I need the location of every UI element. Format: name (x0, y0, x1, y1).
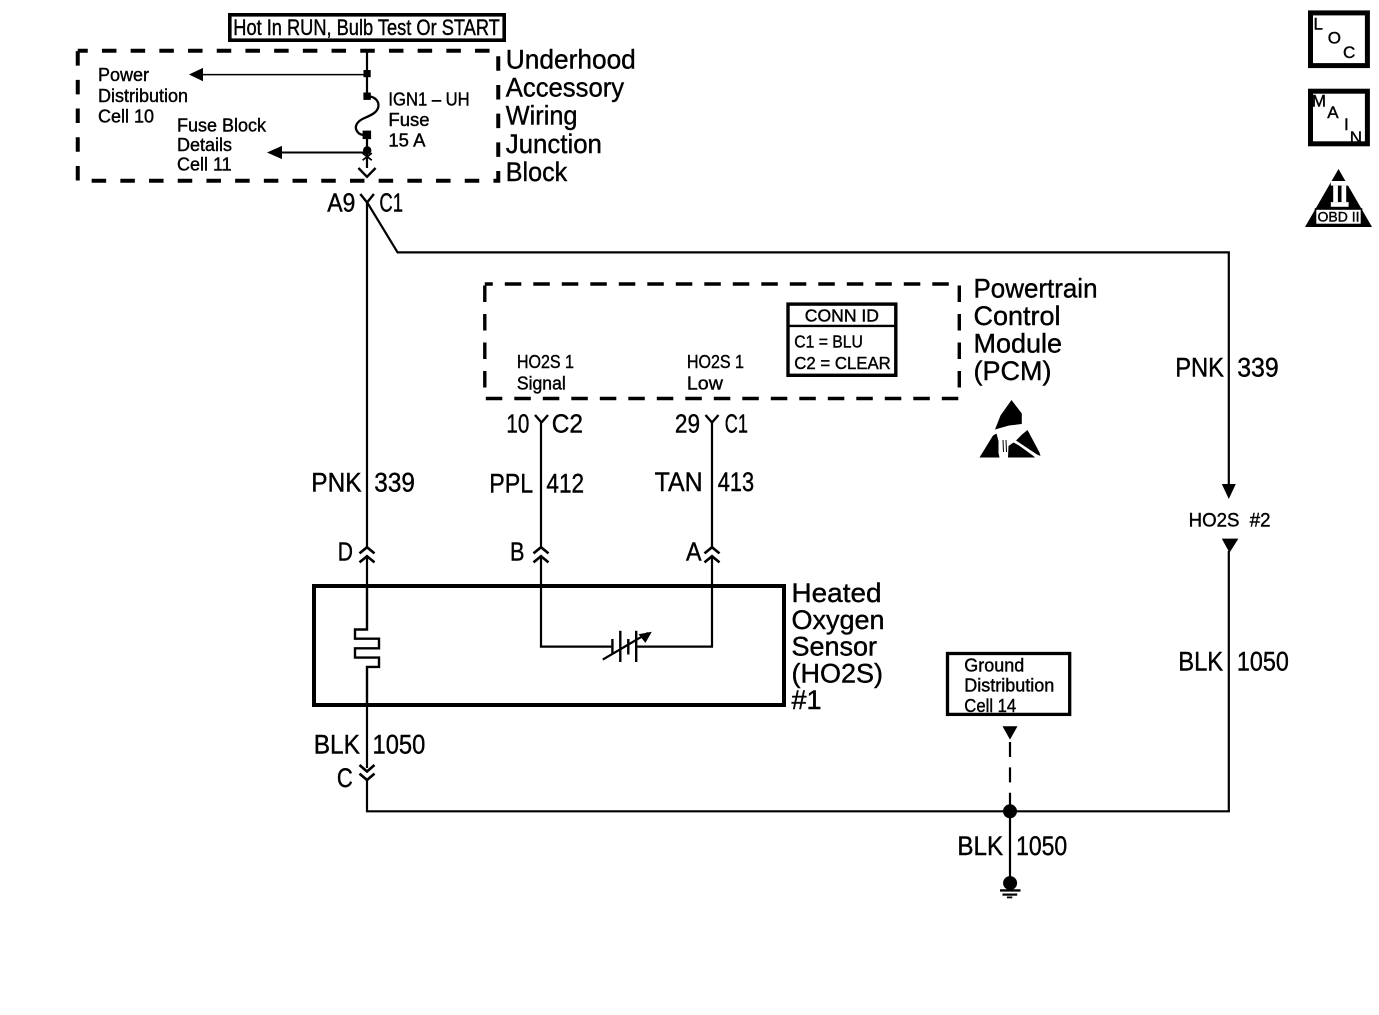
svg-text:Power: Power (98, 65, 149, 85)
svg-text:TAN: TAN (655, 467, 703, 497)
svg-text:Distribution: Distribution (964, 676, 1054, 696)
svg-text:C2: C2 (552, 409, 583, 439)
svg-text:A: A (686, 537, 702, 567)
svg-text:Accessory: Accessory (506, 73, 625, 103)
svg-text:1050: 1050 (1237, 647, 1289, 677)
svg-text:339: 339 (1237, 353, 1279, 383)
svg-text:Low: Low (687, 373, 724, 394)
svg-text:BLK: BLK (957, 831, 1003, 861)
svg-text:A: A (1327, 103, 1339, 122)
svg-text:C: C (1343, 43, 1355, 62)
svg-text:Powertrain: Powertrain (974, 273, 1098, 303)
svg-text:Cell 14: Cell 14 (964, 696, 1016, 716)
svg-text:10: 10 (506, 409, 529, 439)
svg-text:Oxygen: Oxygen (792, 605, 885, 635)
svg-text:Fuse Block: Fuse Block (177, 115, 267, 135)
svg-text:1050: 1050 (1016, 831, 1067, 861)
svg-text:412: 412 (546, 468, 584, 498)
svg-text:Hot In RUN, Bulb Test Or START: Hot In RUN, Bulb Test Or START (233, 15, 500, 40)
svg-text:A9: A9 (327, 187, 355, 217)
svg-text:OBD II: OBD II (1317, 209, 1359, 225)
svg-text:PNK: PNK (311, 468, 362, 498)
svg-text:29: 29 (675, 409, 700, 439)
svg-text:C: C (337, 763, 353, 793)
svg-text:Wiring: Wiring (506, 101, 578, 131)
svg-text:C1 = BLU: C1 = BLU (794, 332, 863, 352)
svg-text:1050: 1050 (373, 730, 426, 760)
svg-text:BLK: BLK (314, 730, 361, 760)
svg-text:IGN1 – UH: IGN1 – UH (388, 89, 469, 110)
svg-text:Heated: Heated (792, 578, 882, 608)
svg-text:D: D (338, 537, 353, 567)
svg-text:C1: C1 (379, 187, 403, 217)
svg-text:HO2S 1: HO2S 1 (687, 351, 744, 372)
svg-text:CONN ID: CONN ID (805, 305, 879, 325)
svg-text:Fuse: Fuse (388, 109, 429, 130)
svg-text:I: I (1344, 115, 1349, 134)
svg-text:HO2S 1: HO2S 1 (517, 351, 574, 372)
svg-text:Cell 10: Cell 10 (98, 107, 154, 127)
svg-text:15 A: 15 A (388, 130, 426, 151)
svg-text:Ground: Ground (964, 655, 1024, 675)
svg-text:(PCM): (PCM) (974, 356, 1052, 386)
svg-text:#1: #1 (792, 685, 822, 715)
svg-text:339: 339 (374, 468, 415, 498)
svg-text:PPL: PPL (489, 468, 533, 498)
svg-text:Junction: Junction (506, 129, 602, 159)
svg-text:Block: Block (506, 157, 568, 187)
svg-text:Sensor: Sensor (792, 632, 878, 662)
svg-text:Details: Details (177, 135, 232, 155)
svg-text:BLK: BLK (1178, 647, 1223, 677)
svg-text:M: M (1312, 91, 1326, 110)
svg-text:Module: Module (974, 328, 1063, 358)
svg-text:N: N (1350, 128, 1362, 147)
svg-text:Cell 11: Cell 11 (177, 154, 232, 174)
svg-text:(HO2S): (HO2S) (792, 658, 884, 688)
svg-text:O: O (1328, 29, 1341, 48)
svg-text:HO2S #2: HO2S #2 (1189, 511, 1271, 532)
svg-text:C1: C1 (725, 409, 748, 439)
svg-text:C2 = CLEAR: C2 = CLEAR (794, 353, 891, 373)
svg-text:Underhood: Underhood (506, 44, 636, 74)
svg-text:L: L (1314, 15, 1323, 34)
svg-text:B: B (510, 537, 525, 567)
svg-text:Signal: Signal (517, 373, 566, 394)
svg-text:Distribution: Distribution (98, 86, 188, 106)
svg-text:413: 413 (718, 467, 754, 497)
svg-text:PNK: PNK (1175, 353, 1224, 383)
svg-text:Control: Control (974, 301, 1061, 331)
